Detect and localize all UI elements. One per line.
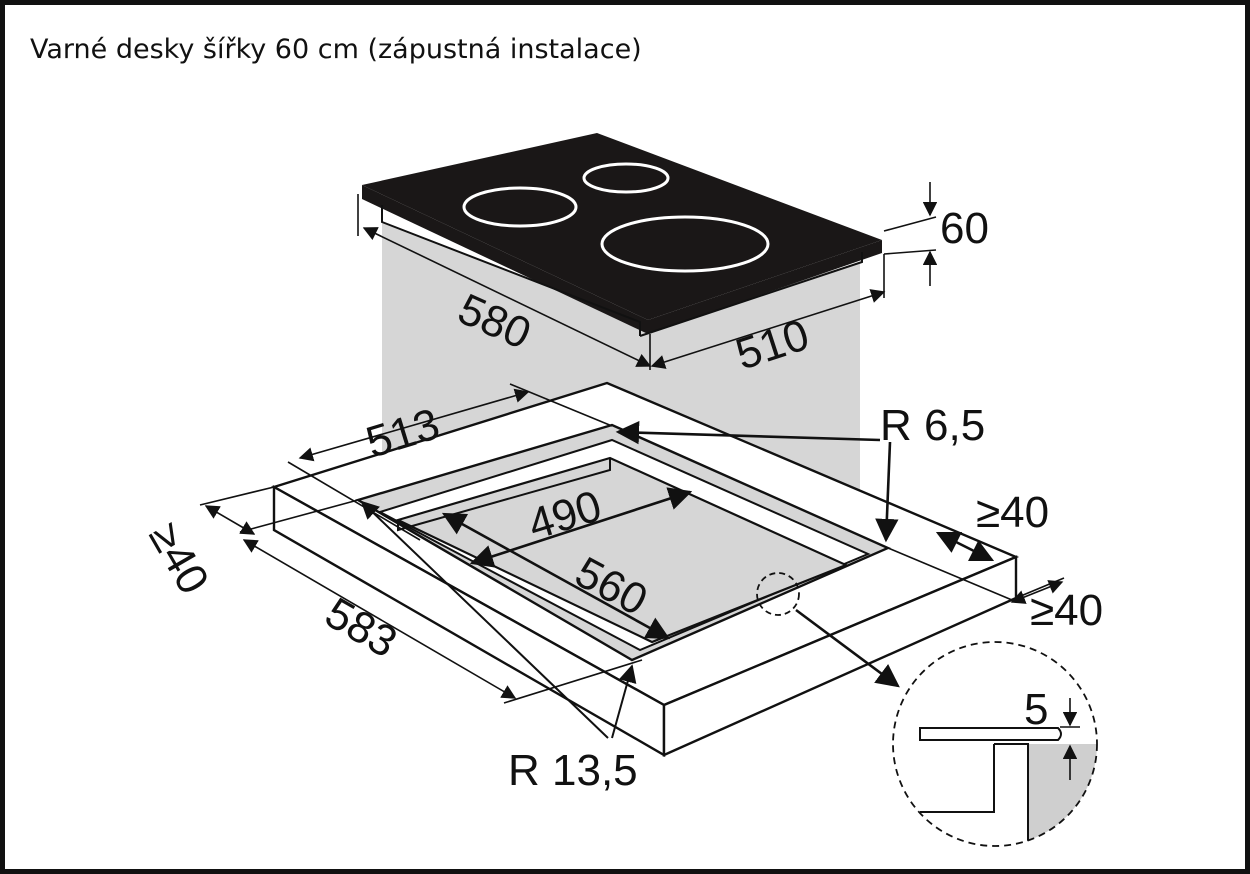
- dim-radius-inner-label: R 6,5: [880, 401, 985, 450]
- dim-min-back-margin: ≥40: [887, 547, 1103, 635]
- dim-radius-inner: R 6,5: [615, 401, 985, 543]
- detail-marker-circle: [756, 572, 800, 616]
- rebate-detail: 5: [892, 641, 1098, 847]
- dim-min-right-margin: ≥40: [935, 488, 1049, 562]
- burner-rear: [582, 162, 670, 194]
- dim-radius-outer: R 13,5: [360, 500, 638, 795]
- dim-min-right-margin-label: ≥40: [976, 488, 1049, 537]
- diagram-title: Varné desky šířky 60 cm (zápustná instal…: [30, 34, 642, 65]
- detail-callout: [756, 572, 900, 688]
- dim-hob-height-label: 60: [940, 204, 989, 253]
- worktop-section: [1028, 744, 1097, 846]
- dim-radius-outer-label: R 13,5: [508, 746, 638, 795]
- dim-min-back-margin-label: ≥40: [1030, 586, 1103, 635]
- dim-hob-height: 60: [883, 182, 989, 286]
- burner-left: [462, 186, 578, 228]
- dim-cutout-outer-width-label: 583: [317, 588, 405, 667]
- dim-rebate-depth-label: 5: [1024, 685, 1048, 734]
- dim-min-front-margin-label: ≥40: [139, 515, 218, 603]
- detail-circle: [892, 641, 1098, 847]
